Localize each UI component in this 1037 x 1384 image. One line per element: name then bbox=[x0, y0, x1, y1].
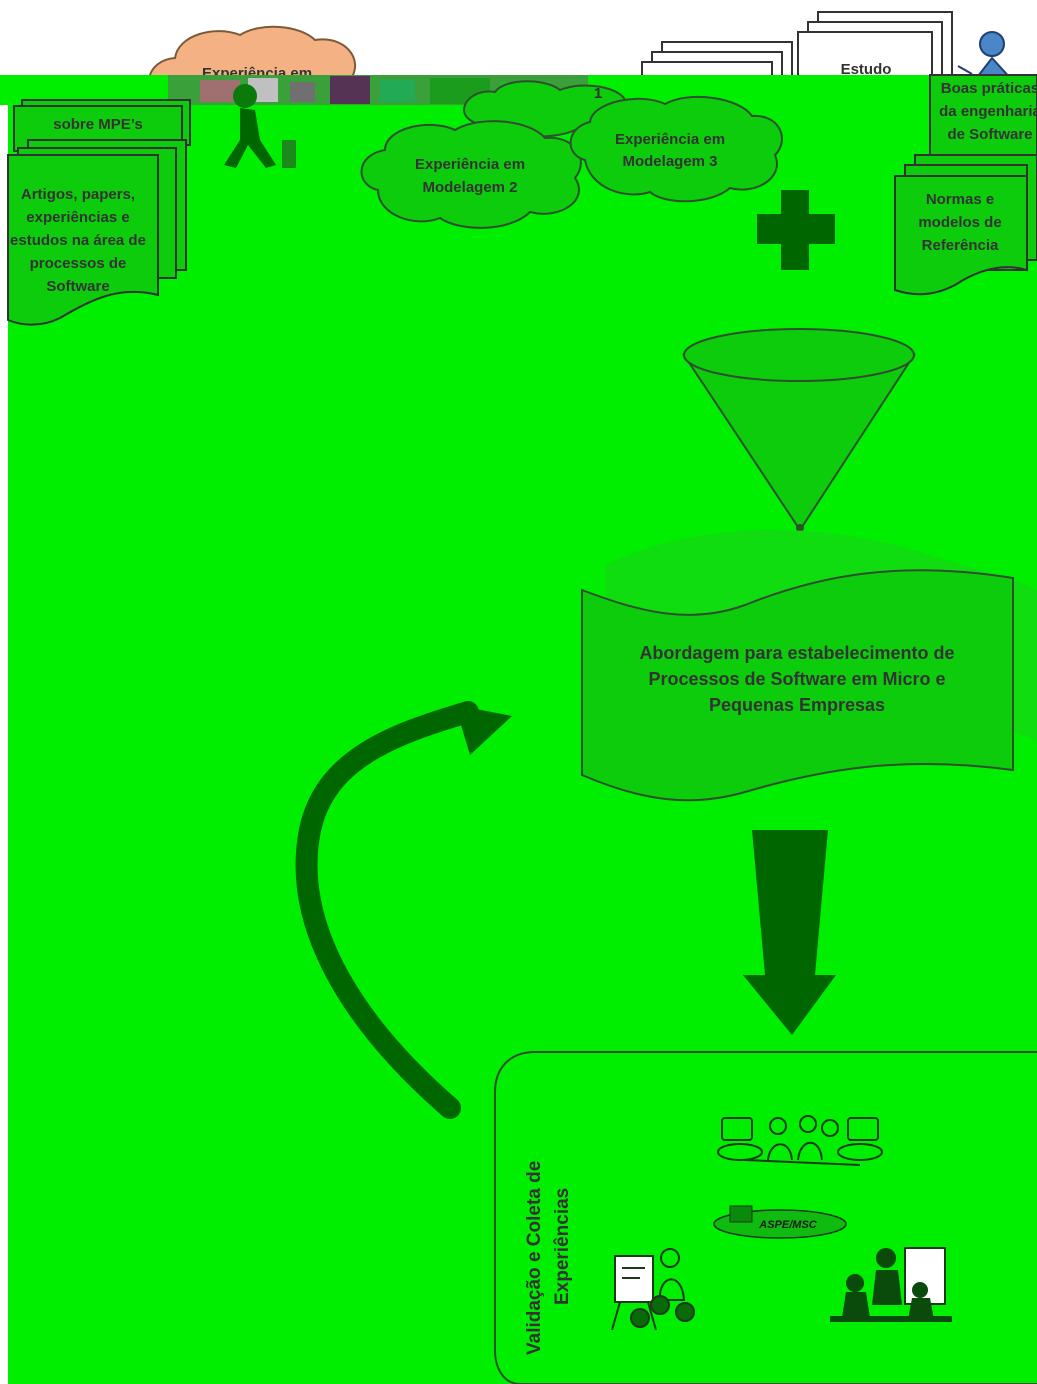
artigos-label-line-4: processos de bbox=[30, 255, 127, 272]
network-people-icon bbox=[717, 1115, 883, 1166]
validation-label-line-1: Validação e Coleta de bbox=[524, 1161, 545, 1355]
boas-praticas-line-2: da engenharia bbox=[939, 103, 1037, 120]
normas-line-2: modelos de bbox=[918, 214, 1001, 231]
blue-person-icon bbox=[957, 31, 1015, 81]
cloud-1-fragment: 1 bbox=[594, 85, 602, 102]
doc-stack-artigos: Artigos, papers, experiências e estudos … bbox=[7, 139, 187, 326]
boas-praticas-line-3: de Software bbox=[947, 126, 1032, 143]
approach-label-line-1: Abordagem para estabelecimento de bbox=[639, 643, 954, 663]
doc-stack-normas: Normas e modelos de Referência bbox=[894, 154, 1037, 296]
cloud-experiencia-2: Experiência em Modelagem 2 bbox=[360, 120, 582, 229]
cloud-experiencia-3: Experiência em Modelagem 3 bbox=[569, 95, 783, 203]
down-arrow-icon bbox=[743, 830, 836, 1035]
estudo-label: Estudo bbox=[841, 61, 892, 78]
meeting-presentation-icon bbox=[830, 1247, 952, 1322]
funnel-icon bbox=[682, 328, 916, 532]
approach-banner: Abordagem para estabelecimento de Proces… bbox=[581, 529, 1037, 802]
artigos-label-line-3: estudos na área de bbox=[10, 232, 146, 249]
feedback-curved-arrow bbox=[295, 701, 512, 1119]
normas-line-3: Referência bbox=[922, 237, 999, 254]
artigos-label-line-1: Artigos, papers, bbox=[21, 186, 135, 203]
cloud-3-label-line-2: Modelagem 3 bbox=[622, 153, 717, 170]
validation-label-line-2: Experiências bbox=[552, 1188, 573, 1305]
boas-praticas-line-1: Boas práticas bbox=[941, 80, 1037, 97]
aspe-msc-logo: ASPE/MSC bbox=[713, 1205, 847, 1239]
logo-text: ASPE/MSC bbox=[758, 1219, 818, 1231]
mpe-doc-label: sobre MPE’s bbox=[53, 116, 142, 133]
approach-label-line-3: Pequenas Empresas bbox=[709, 695, 885, 715]
cloud-2-label-line-1: Experiência em bbox=[415, 156, 525, 173]
normas-line-1: Normas e bbox=[926, 191, 994, 208]
plus-icon bbox=[757, 190, 835, 270]
artigos-label-line-2: experiências e bbox=[26, 209, 129, 226]
approach-label-line-2: Processos de Software em Micro e bbox=[648, 669, 945, 689]
cloud-3-label-line-1: Experiência em bbox=[615, 131, 725, 148]
walking-person-icon bbox=[224, 84, 296, 168]
doc-boas-praticas: Boas práticas da engenharia de Software bbox=[929, 74, 1037, 156]
cloud-2-label-line-2: Modelagem 2 bbox=[422, 179, 517, 196]
presenter-flipchart-icon bbox=[611, 1248, 695, 1331]
artigos-label-line-5: Software bbox=[46, 278, 109, 295]
